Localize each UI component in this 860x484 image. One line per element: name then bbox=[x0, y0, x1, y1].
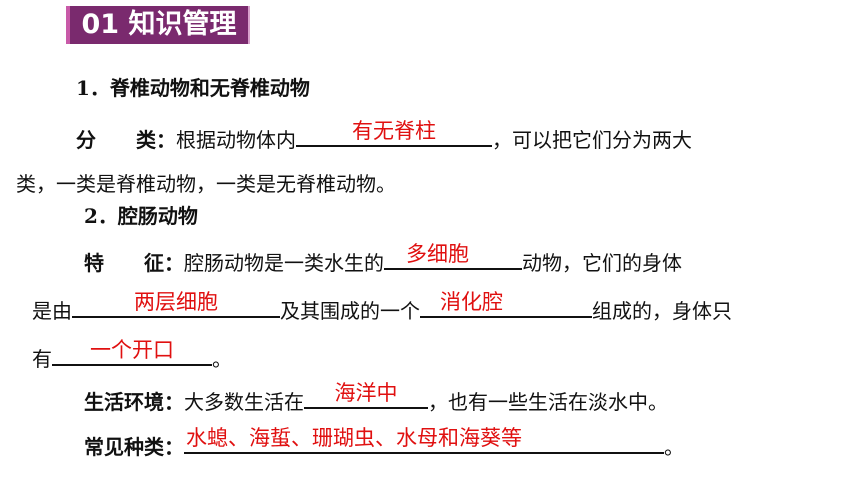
feature-pre: 腔肠动物是一类水生的 bbox=[184, 251, 384, 275]
species-answer: 水螅、海蜇、珊瑚虫、水母和海葵等 bbox=[186, 426, 522, 450]
section-badge: 01 知识管理 bbox=[66, 6, 250, 44]
species-post: 。 bbox=[664, 435, 684, 459]
classify-line-2: 类，一类是脊椎动物，一类是无脊椎动物。 bbox=[16, 172, 396, 196]
classify-line-1: 分 类：根据动物体内 有无脊柱 ，可以把它们分为两大 bbox=[76, 119, 692, 154]
habitat-blank: 海洋中 bbox=[304, 381, 428, 409]
heading-vertebrates: 1．脊椎动物和无脊椎动物 bbox=[76, 76, 310, 100]
feature-line2-post: 组成的，身体只 bbox=[592, 299, 732, 323]
feature-line2-pre: 是由 bbox=[32, 299, 72, 323]
feature-blank-2: 两层细胞 bbox=[72, 290, 280, 318]
feature-line-3: 有 一个开口 。 bbox=[32, 338, 232, 373]
species-line: 常见种类：水螅、海蜇、珊瑚虫、水母和海葵等 。 bbox=[84, 426, 684, 461]
habitat-answer: 海洋中 bbox=[334, 381, 398, 405]
feature-blank-3: 消化腔 bbox=[420, 290, 592, 318]
feature-line3-post: 。 bbox=[212, 347, 232, 371]
classify-pre: 根据动物体内 bbox=[176, 128, 296, 152]
feature-line2-mid: 及其围成的一个 bbox=[280, 299, 420, 323]
habitat-label: 生活环境： bbox=[84, 390, 184, 414]
habitat-post: ，也有一些生活在淡水中。 bbox=[428, 390, 668, 414]
classify-blank: 有无脊柱 bbox=[296, 119, 492, 147]
feature-line-2: 是由 两层细胞 及其围成的一个消化腔 组成的，身体只 bbox=[32, 290, 732, 325]
feature-answer-3: 消化腔 bbox=[440, 290, 503, 314]
classify-label: 分 类： bbox=[76, 128, 176, 152]
species-label: 常见种类： bbox=[84, 435, 184, 459]
feature-answer-1: 多细胞 bbox=[406, 242, 469, 266]
feature-label: 特 征： bbox=[84, 251, 184, 275]
heading-coelenterates: 2．腔肠动物 bbox=[84, 204, 198, 228]
feature-blank-4: 一个开口 bbox=[52, 338, 212, 366]
habitat-pre: 大多数生活在 bbox=[184, 390, 304, 414]
feature-blank-1: 多细胞 bbox=[384, 242, 522, 270]
feature-line3-pre: 有 bbox=[32, 347, 52, 371]
feature-line-1: 特 征：腔肠动物是一类水生的多细胞 动物，它们的身体 bbox=[84, 242, 682, 277]
feature-answer-4: 一个开口 bbox=[90, 338, 174, 362]
classify-post: ，可以把它们分为两大 bbox=[492, 128, 692, 152]
species-blank: 水螅、海蜇、珊瑚虫、水母和海葵等 bbox=[184, 426, 664, 454]
classify-answer: 有无脊柱 bbox=[352, 119, 436, 143]
feature-mid-1: 动物，它们的身体 bbox=[522, 251, 682, 275]
feature-answer-2: 两层细胞 bbox=[134, 290, 218, 314]
habitat-line: 生活环境：大多数生活在 海洋中 ，也有一些生活在淡水中。 bbox=[84, 381, 668, 416]
